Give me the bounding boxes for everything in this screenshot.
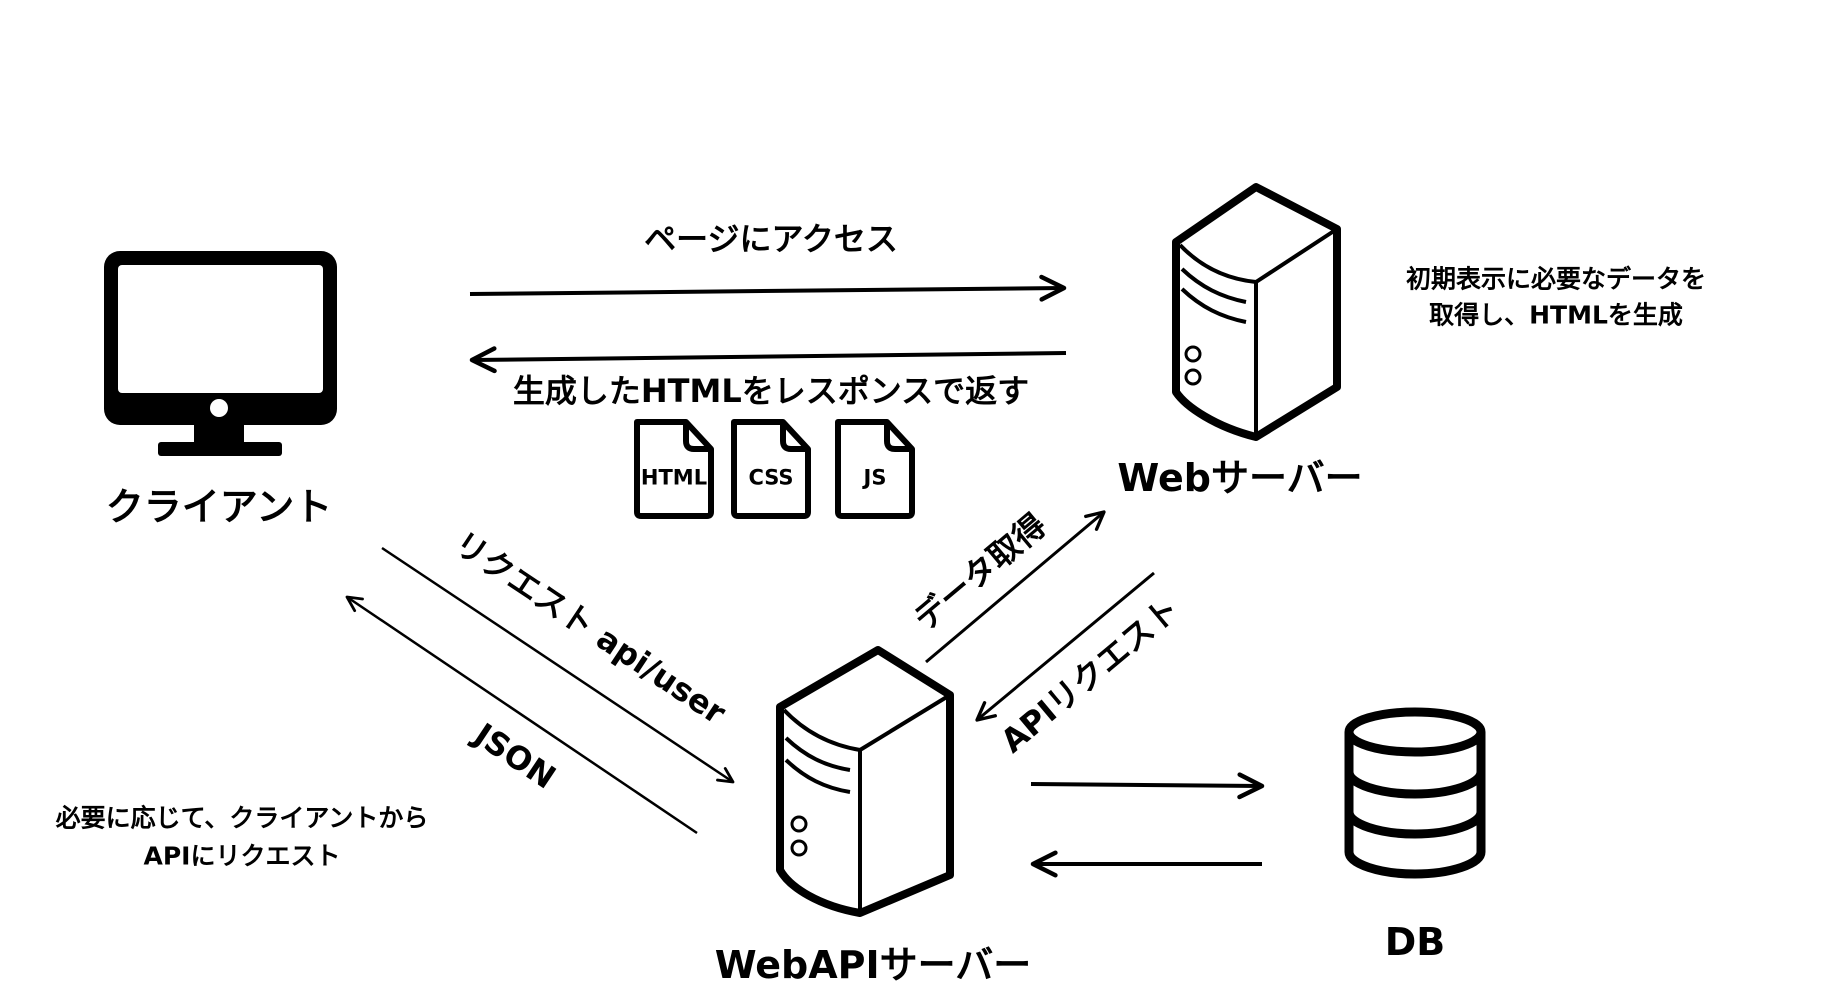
arrow-return-html [469,346,1067,374]
db-label: DB [1384,920,1446,964]
web-server-icon [1172,183,1341,441]
web-server-note-line-1: 初期表示に必要なデータを [1405,264,1707,294]
client-note-line-1: 必要に応じて、クライアントから [55,803,429,833]
web-server-label: Webサーバー [1117,456,1363,500]
webapi-server-label: WebAPIサーバー [714,943,1032,987]
file-label-html: HTML [640,465,708,490]
database-icon [1344,707,1486,879]
web-server-note-line-2: 取得し、HTMLを生成 [1429,300,1683,330]
client-label: クライアント [105,485,333,529]
arrow-json-response [345,595,698,835]
client-note-line-2: APIにリクエスト [143,841,341,871]
webapi-server-icon [776,646,954,917]
file-label-js: JS [863,465,887,490]
file-label-css: CSS [748,465,794,490]
file-icon-css [731,419,811,519]
edge-label-return-html: 生成したHTMLをレスポンスで返す [512,372,1030,410]
arrow-to-db [1030,772,1265,800]
file-icon-html [634,419,714,519]
arrow-request-api-user [381,546,735,784]
arrow-access-page [469,274,1067,302]
arrow-api-request [975,571,1155,722]
edge-label-access-page: ページにアクセス [644,220,898,258]
arrow-data-fetch [925,510,1106,664]
file-icon-js [835,419,915,519]
monitor-icon [104,251,337,456]
